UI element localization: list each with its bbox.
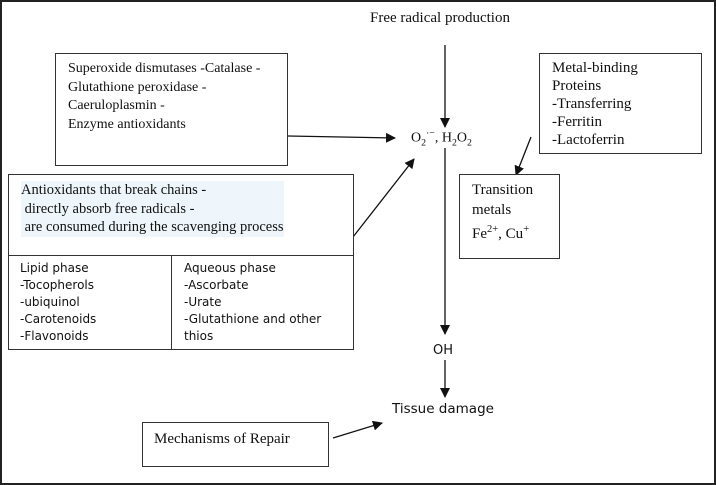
chain-breaking-antioxidants-box: Antioxidants that break chains - directl… xyxy=(8,174,354,350)
iron-charge: 2+ xyxy=(487,224,499,235)
o-text: O xyxy=(456,130,467,146)
lipid-phase-line: Lipid phase xyxy=(20,261,89,275)
transition-metals-line: metals xyxy=(472,202,512,218)
phase-table: Lipid phase -Tocopherols -ubiquinol -Car… xyxy=(8,255,354,350)
o2-subscript-2: 2 xyxy=(466,137,472,149)
lipid-phase-cell: Lipid phase -Tocopherols -ubiquinol -Car… xyxy=(8,256,172,349)
lipid-phase-line: -Carotenoids xyxy=(20,312,97,326)
transition-metals-line: Transition xyxy=(472,182,534,198)
enzyme-line: Caeruloplasmin - xyxy=(68,98,165,113)
o2-subscript: 2 xyxy=(421,137,427,149)
aqueous-phase-cell: Aqueous phase -Ascorbate -Urate -Glutath… xyxy=(172,256,352,349)
o2-text: O xyxy=(411,130,422,146)
enzyme-line: Glutathione peroxidase - xyxy=(68,79,207,95)
metal-binding-proteins-box: Metal-binding Proteins -Transferring -Fe… xyxy=(539,53,702,154)
aqueous-phase-line: -Ascorbate xyxy=(184,278,249,292)
superoxide-peroxide-label: O2·−, H2O2 xyxy=(411,128,472,148)
enzyme-line: Superoxide dismutases -Catalase - xyxy=(68,61,261,76)
aqueous-phase-line: -Glutathione and other xyxy=(184,312,322,326)
metal-binding-line: Proteins xyxy=(552,78,602,94)
lipid-phase-line: -Flavonoids xyxy=(20,329,89,343)
chain-breaking-line: Antioxidants that break chains - xyxy=(21,181,284,200)
hydroxyl-radical-label: OH xyxy=(433,343,454,358)
enzyme-antioxidants-box: Superoxide dismutases -Catalase - Glutat… xyxy=(55,53,288,166)
repair-label: Mechanisms of Repair xyxy=(154,431,290,447)
chain-breaking-line: directly absorb free radicals - xyxy=(21,199,284,218)
iron-text: Fe xyxy=(472,226,487,242)
metal-binding-line: -Lactoferrin xyxy=(552,132,625,148)
enzyme-line: Enzyme antioxidants xyxy=(68,116,186,132)
transition-metals-box: Transition metals Fe2+, Cu+ xyxy=(459,174,560,259)
metal-ions-line: Fe2+, Cu+ xyxy=(472,220,559,244)
free-radical-production-label: Free radical production xyxy=(370,10,510,26)
chain-breaking-description: Antioxidants that break chains - directl… xyxy=(21,181,284,237)
lipid-phase-line: -Tocopherols xyxy=(20,278,95,292)
o2-superscript: ·− xyxy=(426,128,435,139)
tissue-damage-label: Tissue damage xyxy=(392,401,494,417)
metal-binding-line: Metal-binding xyxy=(552,60,638,76)
h2-subscript: 2 xyxy=(451,137,457,149)
copper-charge: + xyxy=(523,224,530,235)
aqueous-phase-line: -Urate xyxy=(184,295,222,309)
h-text: , H xyxy=(434,130,452,146)
metal-binding-line: -Ferritin xyxy=(552,114,602,130)
copper-text: , Cu xyxy=(498,226,524,242)
aqueous-phase-line: Aqueous phase xyxy=(184,261,276,275)
mechanisms-of-repair-box: Mechanisms of Repair xyxy=(142,422,329,467)
aqueous-phase-line: thios xyxy=(184,329,214,343)
metal-binding-line: -Transferring xyxy=(552,96,632,112)
lipid-phase-line: -ubiquinol xyxy=(20,295,80,309)
chain-breaking-line: are consumed during the scavenging proce… xyxy=(21,218,284,237)
